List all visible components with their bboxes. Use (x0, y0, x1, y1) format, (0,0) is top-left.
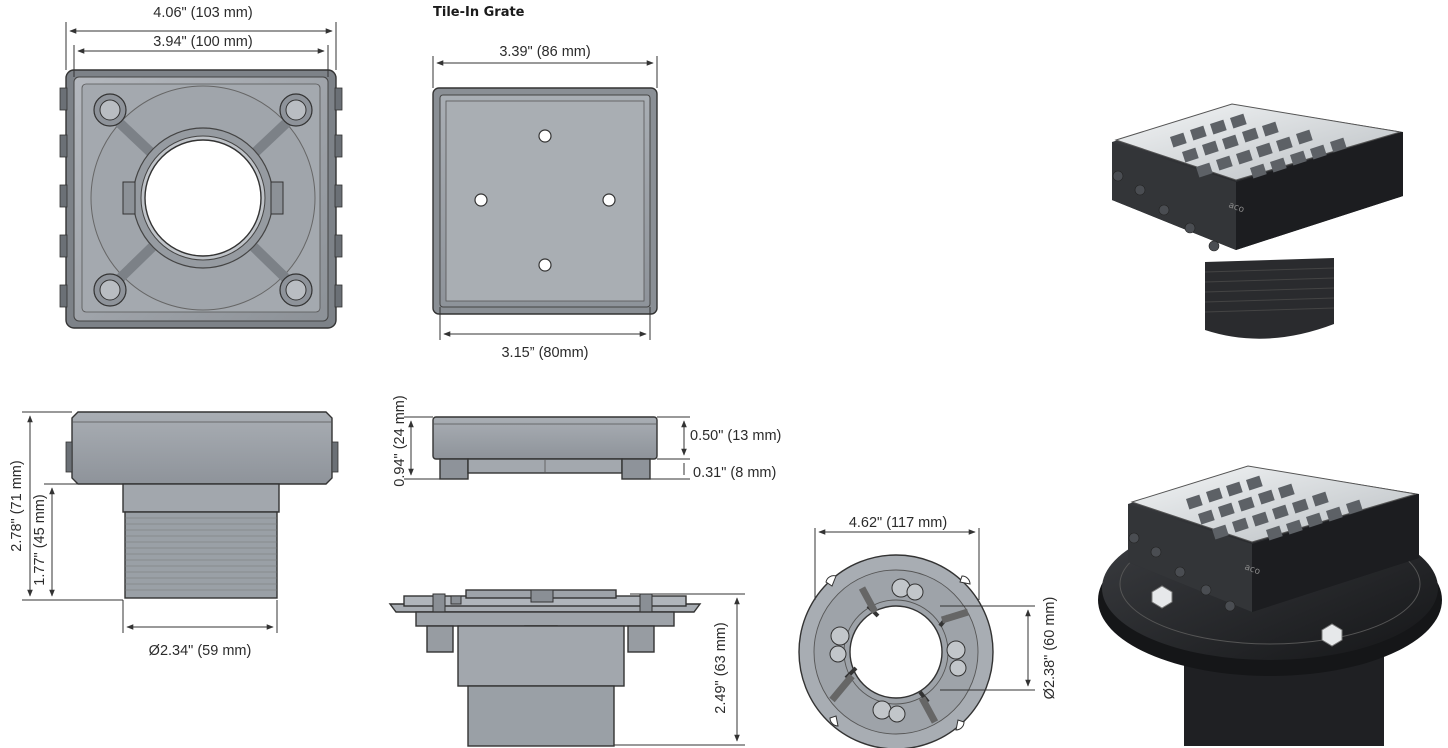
grate-side-view (432, 416, 658, 480)
dim-body-outer-width: 4.06" (103 mm) (153, 5, 252, 21)
dim-grate-heights (404, 416, 690, 480)
dim-grate-height: 0.94" (24 mm) (392, 395, 408, 486)
dim-total-height: 2.78" (71 mm) (9, 460, 25, 551)
dim-grate-widths (432, 56, 658, 340)
dim-flange-diameter: 4.62" (117 mm) (849, 515, 947, 531)
dim-grate-leg-height: 0.31" (8 mm) (693, 465, 776, 481)
dim-flange-bore-diameter: Ø2.38" (60 mm) (1042, 597, 1058, 700)
dim-outlet-height: 1.77" (45 mm) (32, 494, 48, 585)
body-side-view (65, 411, 339, 599)
render-drain-with-flange: aco (1098, 465, 1442, 746)
flange-side-view (388, 589, 702, 747)
render-drain-with-grate: aco (1112, 103, 1403, 339)
grate-top-view (432, 87, 658, 315)
tile-in-grate-title: Tile-In Grate (433, 5, 525, 20)
dim-body-inner-width: 3.94" (100 mm) (153, 34, 252, 50)
body-top-view (59, 69, 343, 329)
dim-flange-assembly-height: 2.49" (63 mm) (713, 622, 729, 713)
dim-outlet-diameter: Ø2.34" (59 mm) (149, 643, 252, 659)
dim-flange-diameters (814, 528, 1035, 691)
dim-body-widths (65, 22, 337, 77)
dim-grate-top-thickness: 0.50" (13 mm) (690, 428, 781, 444)
dim-body-heights (22, 411, 278, 633)
dim-grate-outer-width: 3.39" (86 mm) (499, 44, 590, 60)
flange-top-view (798, 554, 994, 748)
dim-grate-inner-width: 3.15” (80mm) (501, 345, 588, 361)
dim-flange-height (614, 593, 745, 746)
